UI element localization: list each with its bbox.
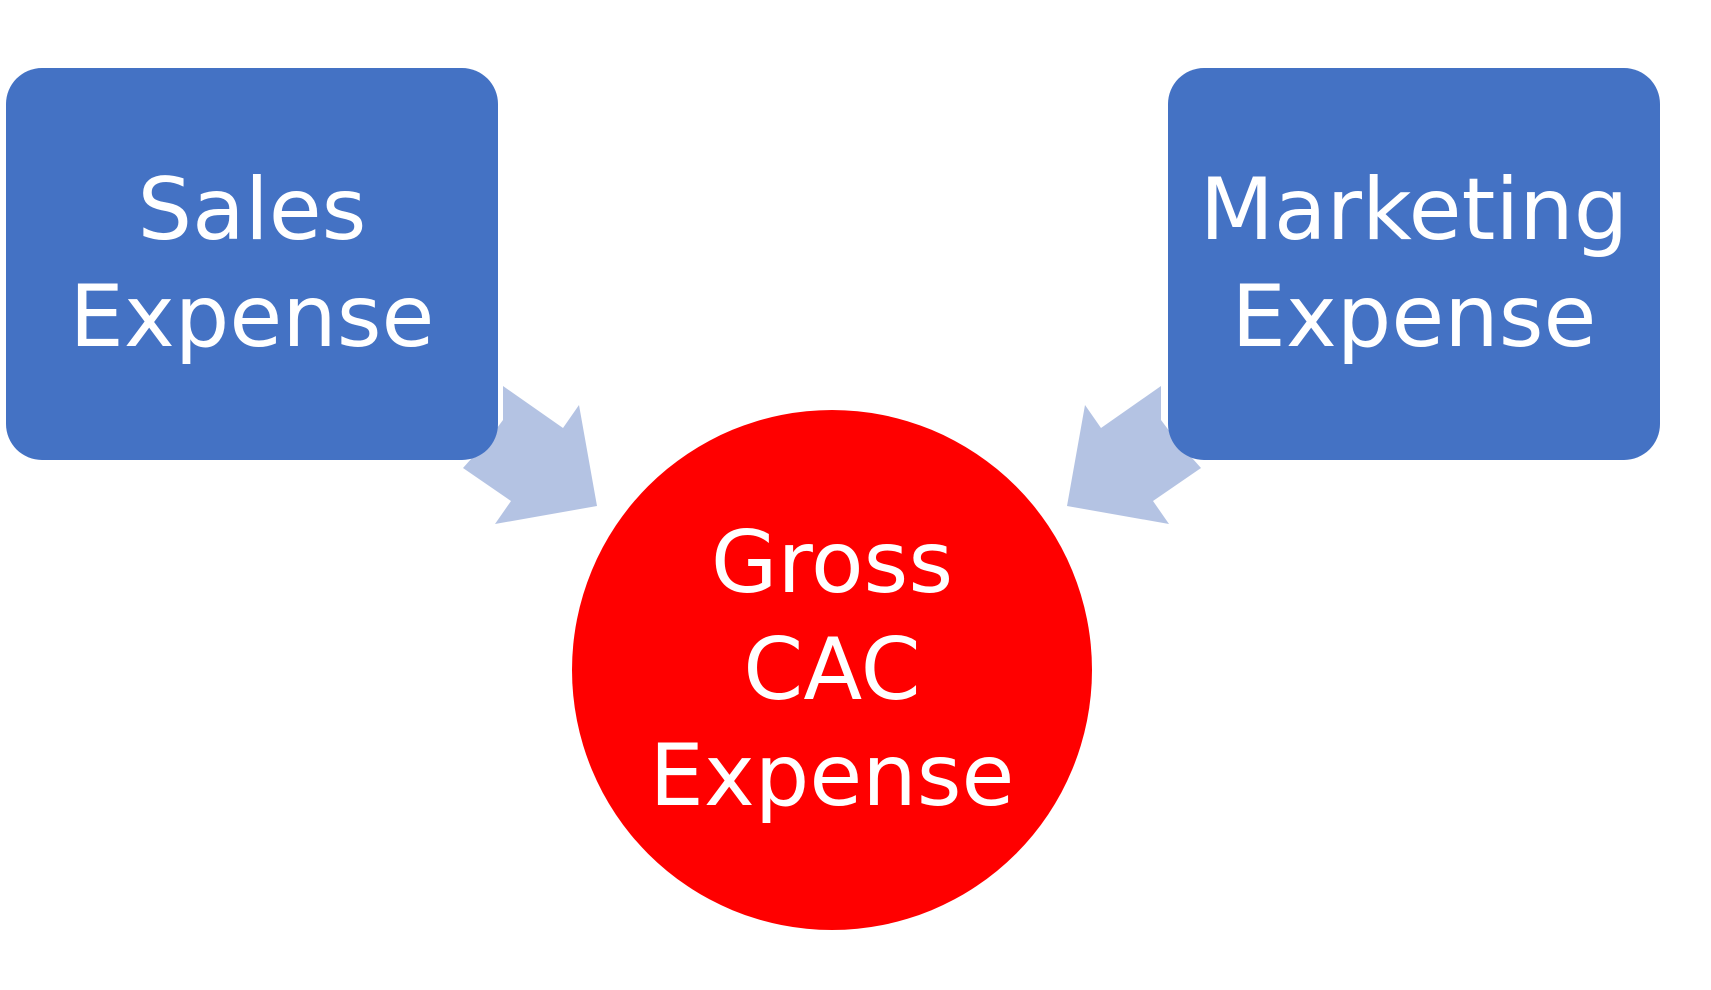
marketing-expense-label-line1: Marketing xyxy=(1199,160,1629,261)
sales-expense-label-line1: Sales xyxy=(137,160,367,261)
marketing-expense-label-line2: Expense xyxy=(1231,267,1597,367)
gross-cac-label-line1: Gross xyxy=(710,513,954,614)
sales-expense-label-line2: Expense xyxy=(69,267,435,367)
arrow-sales-to-gross xyxy=(463,386,597,524)
sales-expense-box: Sales Expense xyxy=(6,68,498,460)
gross-cac-label-line2: CAC xyxy=(743,619,921,720)
gross-cac-expense-circle: Gross CAC Expense xyxy=(572,410,1092,930)
gross-cac-label-line3: Expense xyxy=(649,726,1015,827)
marketing-expense-box: Marketing Expense xyxy=(1168,68,1660,460)
arrow-marketing-to-gross xyxy=(1067,386,1201,524)
